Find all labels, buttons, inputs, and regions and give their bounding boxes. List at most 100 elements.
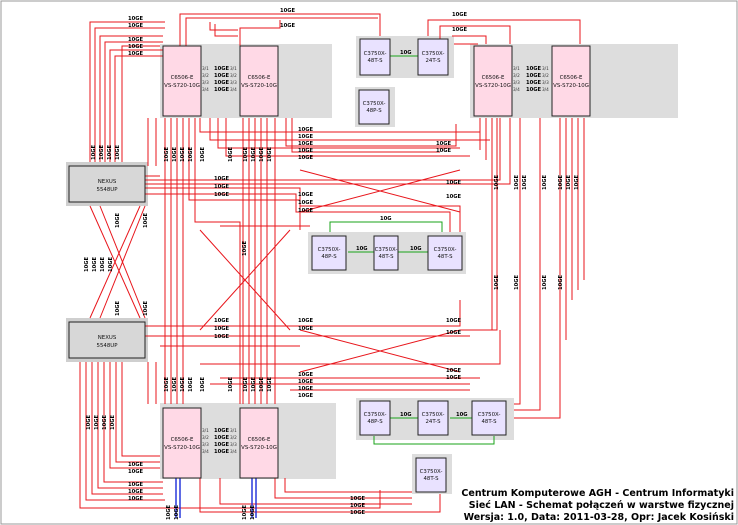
link-label: 10GE xyxy=(298,155,313,161)
link-label: 10G xyxy=(400,412,411,418)
link-labels: 10GE 10GE 10GE 10GE 10GE 10GE 10GE 10GE … xyxy=(128,8,467,516)
link-label: 10GE xyxy=(298,148,313,154)
link-label: 10GE xyxy=(542,275,548,290)
link-label: 10GE xyxy=(94,415,100,430)
link-label: 10GE xyxy=(542,175,548,190)
svg-text:3/3: 3/3 xyxy=(513,80,520,85)
link-label: 10GE xyxy=(143,213,149,228)
link-label: 10GE xyxy=(180,377,186,392)
device-model: C3750X- xyxy=(364,51,387,57)
access-switch-mid-3[interactable]: C3750X- 48T-S xyxy=(427,235,463,271)
access-switch-mid-1[interactable]: C3750X- 48P-S xyxy=(311,235,347,271)
link-label: 10GE xyxy=(128,16,143,22)
link-label: 10GE xyxy=(514,275,520,290)
link-label: 10GE xyxy=(446,375,461,381)
svg-text:10GE: 10GE xyxy=(214,435,229,441)
device-module: VS-S720-10G xyxy=(241,83,277,89)
svg-text:10GE: 10GE xyxy=(526,73,541,79)
core-switch-bottom-left-a[interactable]: C6506-E VS-S720-10G xyxy=(162,407,202,479)
link-label: 10GE xyxy=(86,415,92,430)
core-switch-top-left-a[interactable]: C6506-E VS-S720-10G xyxy=(162,45,202,117)
nexus-switch-bottom[interactable]: NEXUS 5548UP xyxy=(68,321,146,359)
link-label: 10GE xyxy=(350,510,365,516)
svg-text:10GE: 10GE xyxy=(214,442,229,448)
access-switch-top-1[interactable]: C3750X- 48T-S xyxy=(359,38,391,76)
link-label: 10GE xyxy=(514,175,520,190)
link-label: 10GE xyxy=(494,275,500,290)
link-label: 10GE xyxy=(99,145,105,160)
core-switch-top-right-b[interactable]: C6506-E VS-S720-10G xyxy=(551,45,591,117)
links-10ge xyxy=(79,13,585,513)
link-label: 10GE xyxy=(494,175,500,190)
link-label: 10GE xyxy=(172,147,178,162)
svg-text:3/3: 3/3 xyxy=(542,80,549,85)
svg-text:10GE: 10GE xyxy=(214,80,229,86)
device-model: NEXUS xyxy=(98,335,117,341)
link-label: 10GE xyxy=(91,145,97,160)
device-model: C6506-E xyxy=(248,75,271,81)
link-label: 10GE xyxy=(214,184,229,190)
link-label: 10GE xyxy=(128,23,143,29)
device-model: C3750X- xyxy=(318,247,341,253)
device-module: 48T-S xyxy=(437,254,453,260)
access-switch-bottom-single[interactable]: C3750X- 48T-S xyxy=(415,457,447,493)
link-label: 10GE xyxy=(214,334,229,340)
link-label: 10GE xyxy=(128,44,143,50)
device-model: C3750X- xyxy=(420,469,443,475)
svg-text:3/4: 3/4 xyxy=(230,87,237,92)
device-model: C6506-E xyxy=(171,437,194,443)
link-label: 10GE xyxy=(259,377,265,392)
port-labels: 3/1 3/2 3/3 3/4 10GE 10GE 10GE 10GE 3/1 … xyxy=(202,66,549,455)
access-switch-mid-2[interactable]: C3750X- 48T-S xyxy=(373,235,399,271)
link-label: 10GE xyxy=(298,372,313,378)
core-switch-bottom-left-b[interactable]: C6506-E VS-S720-10G xyxy=(239,407,279,479)
link-label: 10GE xyxy=(298,134,313,140)
link-label: 10GE xyxy=(243,377,249,392)
nexus-switch-top[interactable]: NEXUS 5548UP xyxy=(68,165,146,203)
link-label: 10GE xyxy=(214,326,229,332)
core-switch-top-left-b[interactable]: C6506-E VS-S720-10G xyxy=(239,45,279,117)
device-model: C3750X- xyxy=(422,51,445,57)
device-module: 5548UP xyxy=(97,187,119,193)
device-module: 48T-S xyxy=(378,254,394,260)
link-label: 10GE xyxy=(298,386,313,392)
device-model: C6506-E xyxy=(560,75,583,81)
link-label: 10GE xyxy=(164,377,170,392)
svg-text:3/2: 3/2 xyxy=(542,73,549,78)
link-label: 10GE xyxy=(102,415,108,430)
svg-text:3/4: 3/4 xyxy=(513,87,520,92)
link-label: 10GE xyxy=(452,12,467,18)
svg-text:3/4: 3/4 xyxy=(230,449,237,454)
link-label: 10GE xyxy=(350,496,365,502)
link-label: 10GE xyxy=(280,8,295,14)
link-label: 10GE xyxy=(558,175,564,190)
core-switch-top-right-a[interactable]: C6506-E VS-S720-10G xyxy=(473,45,513,117)
access-switch-bottom-1[interactable]: C3750X- 48P-S xyxy=(359,400,391,436)
link-label: 10GE xyxy=(214,176,229,182)
link-label: 10GE xyxy=(128,469,143,475)
link-label: 10GE xyxy=(298,379,313,385)
access-switch-bottom-2[interactable]: C3750X- 24T-S xyxy=(417,400,449,436)
svg-text:3/2: 3/2 xyxy=(230,73,237,78)
svg-text:3/1: 3/1 xyxy=(230,66,237,71)
link-label: 10GE xyxy=(107,145,113,160)
svg-text:3/3: 3/3 xyxy=(202,442,209,447)
link-label: 10G xyxy=(410,246,421,252)
access-switch-bottom-3[interactable]: C3750X- 48T-S xyxy=(471,400,507,436)
link-label: 10GE xyxy=(267,377,273,392)
link-label: 10GE xyxy=(214,318,229,324)
access-switch-top-2[interactable]: C3750X- 24T-S xyxy=(417,38,449,76)
link-label: 10GE xyxy=(259,147,265,162)
device-module: 48T-S xyxy=(481,419,497,425)
link-label: 10GE xyxy=(128,482,143,488)
link-label: 10GE xyxy=(172,377,178,392)
svg-text:3/1: 3/1 xyxy=(542,66,549,71)
device-model: C6506-E xyxy=(482,75,505,81)
link-label: 10GE xyxy=(298,208,313,214)
link-label: 10GE xyxy=(298,318,313,324)
access-switch-top-single[interactable]: C3750X- 48P-S xyxy=(358,89,390,125)
svg-text:3/1: 3/1 xyxy=(513,66,520,71)
footer-line-3: Wersja: 1.0, Data: 2011-03-28, Opr: Jace… xyxy=(464,512,734,523)
